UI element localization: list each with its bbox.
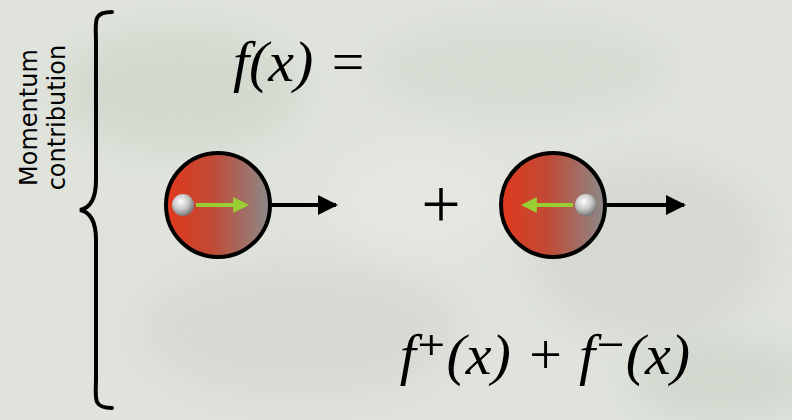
plus-sign: + [421,168,460,242]
curly-brace [80,12,112,408]
background-photo [60,20,792,420]
math-expression: f⁺(x) + f⁻(x) [400,325,690,386]
nucleon-aligned [166,153,336,257]
math-expression: f(x) = [233,32,367,93]
axis-label: Momentum contribution [16,28,71,208]
nucleon-anti-aligned [501,153,684,257]
